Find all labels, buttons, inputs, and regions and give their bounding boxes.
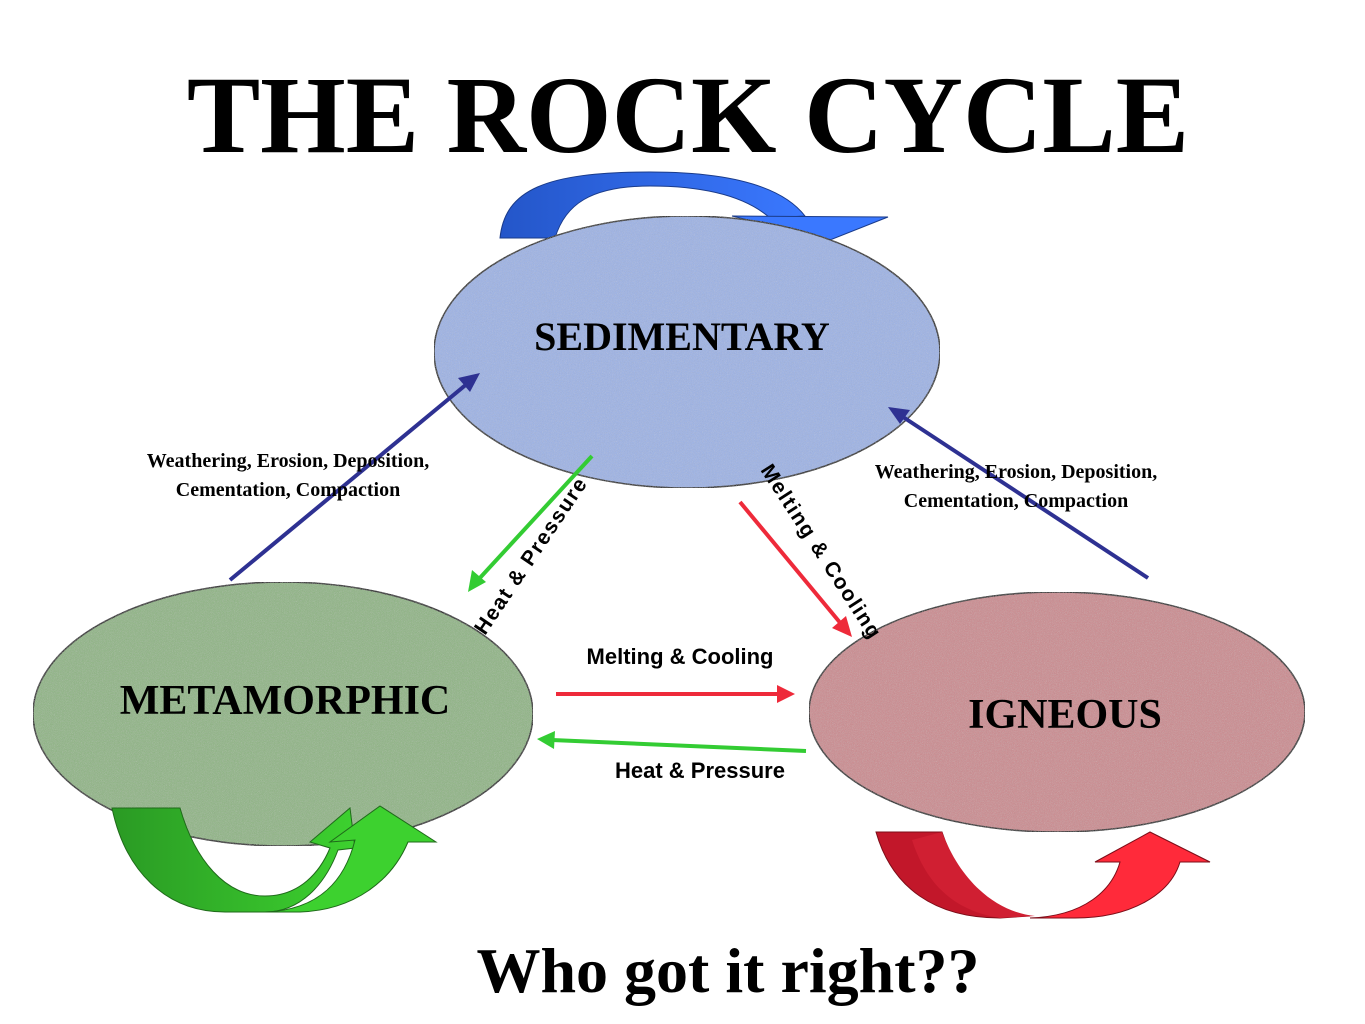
arrow-metamorphic-to-sedimentary — [228, 373, 480, 582]
heat-pressure-horizontal-label: Heat & Pressure — [615, 758, 785, 783]
igneous-cycle-loop-arrow — [875, 831, 1211, 919]
metamorphic-node: METAMORPHIC — [32, 581, 534, 847]
arrow-igneous-to-metamorphic — [537, 731, 807, 753]
igneous-node: IGNEOUS — [808, 591, 1306, 833]
sedimentary-label: SEDIMENTARY — [534, 314, 830, 359]
arrow-sedimentary-to-igneous — [738, 500, 852, 637]
arrow-igneous-to-sedimentary — [888, 407, 1150, 580]
sedimentary-node: SEDIMENTARY — [433, 215, 941, 489]
igneous-label: IGNEOUS — [968, 692, 1162, 738]
weathering-right-line2: Cementation, Compaction — [904, 490, 1128, 512]
heat-pressure-diagonal-label: Heat & Pressure — [470, 473, 592, 639]
weathering-left-line1: Weathering, Erosion, Deposition, — [147, 450, 429, 472]
arrow-sedimentary-to-metamorphic — [468, 454, 594, 592]
melting-cooling-horizontal-label: Melting & Cooling — [587, 644, 774, 669]
igneous-ellipse — [808, 591, 1306, 833]
metamorphic-label: METAMORPHIC — [120, 678, 451, 724]
sedimentary-ellipse — [433, 215, 941, 489]
melting-cooling-diagonal-label: Melting & Cooling — [756, 460, 886, 644]
weathering-right-line1: Weathering, Erosion, Deposition, — [875, 461, 1157, 483]
arrow-metamorphic-to-igneous — [556, 685, 795, 703]
metamorphic-ellipse — [32, 581, 534, 847]
metamorphic-cycle-loop-arrow — [111, 805, 438, 913]
weathering-left-line2: Cementation, Compaction — [176, 479, 400, 501]
footer-question: Who got it right?? — [476, 935, 979, 1006]
page-title: THE ROCK CYCLE — [187, 54, 1189, 176]
